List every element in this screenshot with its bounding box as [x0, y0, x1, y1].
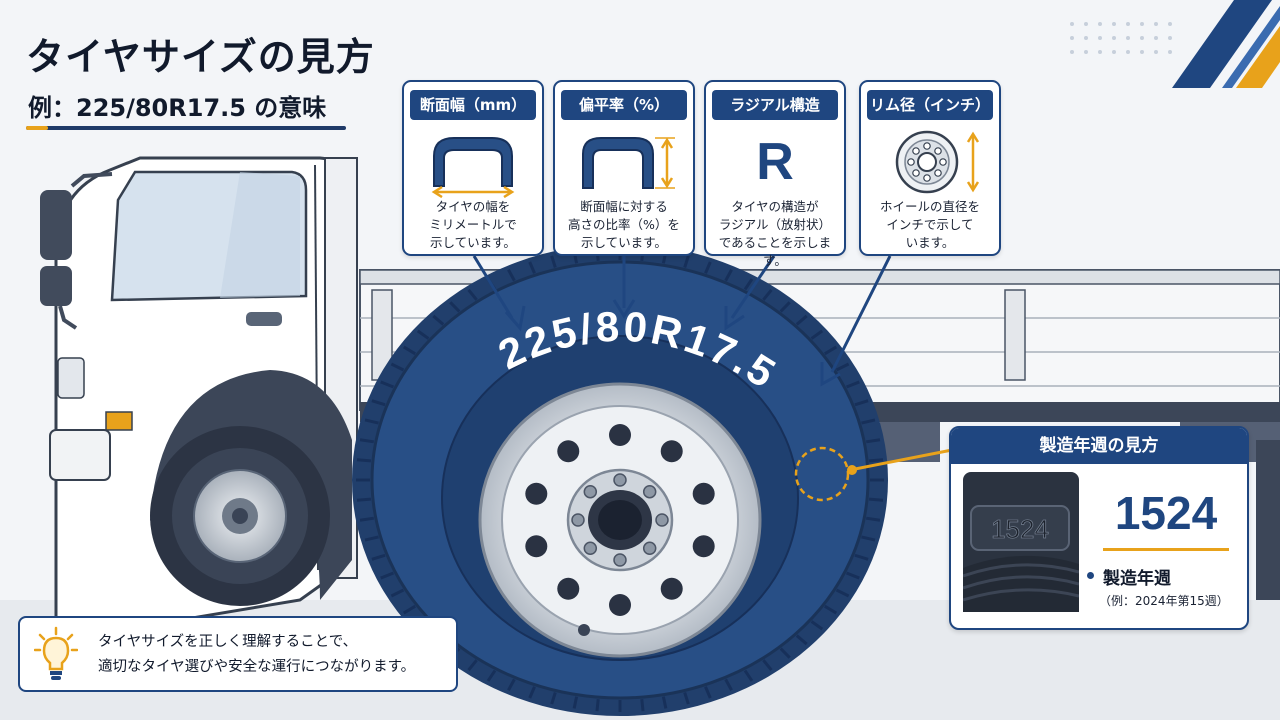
callout-label: 断面幅（mm） — [410, 90, 536, 120]
callout-label: ラジアル構造 — [712, 90, 838, 120]
tip-box: タイヤサイズを正しく理解することで、 適切なタイヤ選びや安全な運行につながります… — [18, 616, 458, 692]
lightbulb-icon — [34, 626, 78, 680]
corner-decoration — [1060, 0, 1280, 90]
manufacture-code-underline — [1103, 548, 1229, 551]
manufacture-example: （例：2024年第15週） — [1099, 594, 1229, 608]
sidewall-closeup-image: 1524 — [963, 472, 1079, 612]
callout-description: 断面幅に対する 高さの比率（%）を 示しています。 — [568, 199, 680, 250]
callout-description: タイヤの幅を ミリメートルで 示しています。 — [429, 199, 517, 250]
callout-label: リム径（インチ） — [867, 90, 993, 120]
manufacture-panel-title: 製造年週の見方 — [951, 428, 1247, 464]
svg-text:1524: 1524 — [991, 514, 1049, 544]
callout-description: タイヤの構造が ラジアル（放射状） であることを示します。 — [718, 199, 832, 268]
manufacture-label: 製造年週 — [1103, 569, 1171, 589]
callout-connectors — [472, 255, 892, 387]
manufacture-bullet — [1087, 572, 1094, 579]
callout-radial: ラジアル構造 R タイヤの構造が ラジアル（放射状） であることを示します。 — [704, 80, 846, 268]
tip-text: タイヤサイズを正しく理解することで、 適切なタイヤ選びや安全な運行につながります… — [98, 634, 416, 675]
page-subtitle: 例：225/80R17.5 の意味 — [28, 94, 327, 122]
tire-aspect-icon — [582, 137, 675, 189]
tire — [352, 244, 888, 716]
subtitle-underline — [26, 126, 346, 130]
front-wheel — [150, 426, 330, 606]
wheel-rim-icon — [895, 130, 980, 194]
callout-section-width: 断面幅（mm） タイヤの幅を ミリメートルで 示しています。 — [402, 80, 544, 256]
callout-aspect-ratio: 偏平率（%） 断面幅に対する 高さの比率（%）を 示しています。 — [553, 80, 695, 256]
date-code-marker — [794, 446, 850, 502]
manufacture-date-panel: 製造年週の見方 1524 1524 製造年週 （例：2024年第15週） — [949, 426, 1249, 630]
manufacture-code: 1524 — [1114, 487, 1218, 539]
callout-label: 偏平率（%） — [561, 90, 687, 120]
radial-letter-icon: R — [756, 133, 794, 191]
callout-rim-diameter: リム径（インチ） ホイールの直径を インチで示して います。 — [859, 80, 1001, 256]
page-title: タイヤサイズの見方 — [26, 35, 375, 79]
tire-cross-section-icon — [431, 137, 515, 198]
callout-description: ホイールの直径を インチで示して います。 — [879, 199, 980, 250]
